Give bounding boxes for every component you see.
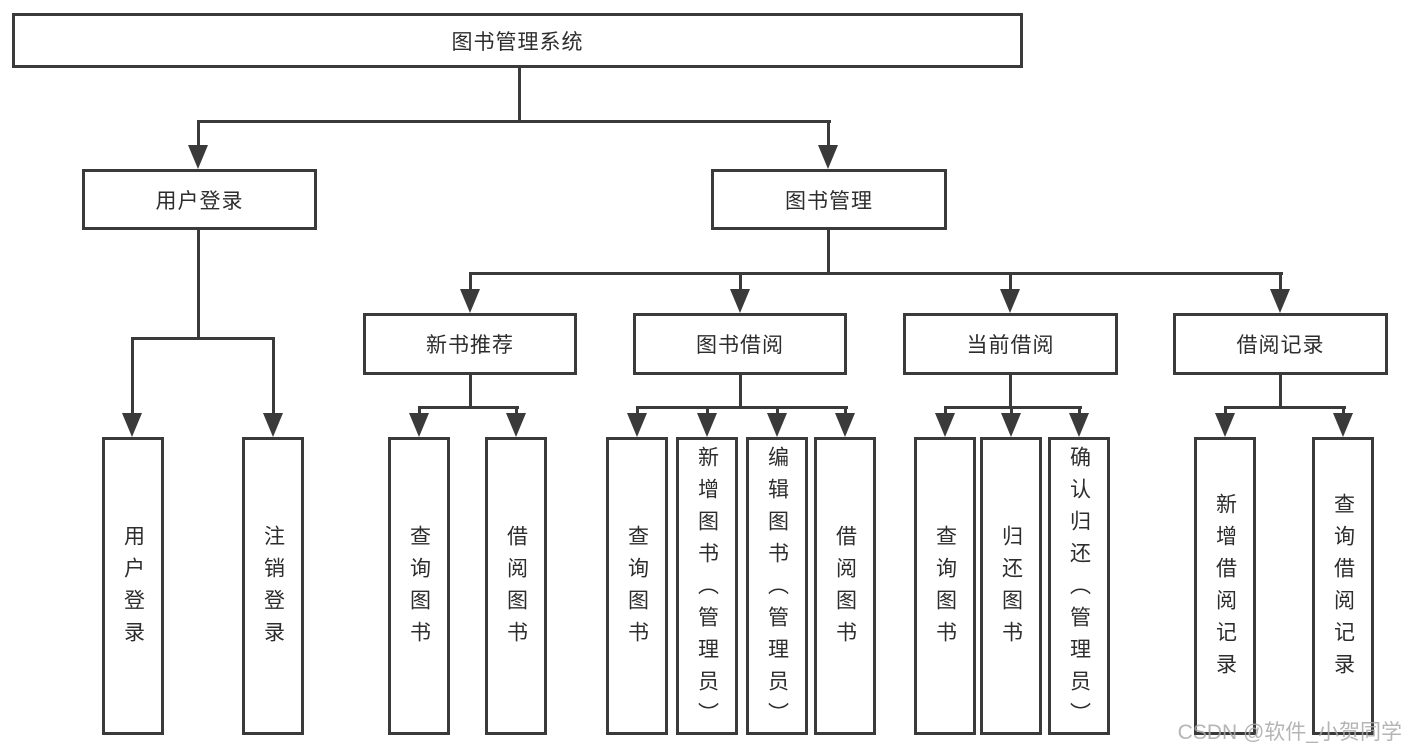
arrow-to-book-management [818, 145, 838, 169]
arrow-to-new-book [460, 289, 480, 313]
arrow-leaf-borrow1 [506, 413, 526, 437]
arrow-leaf-edit-book [767, 413, 787, 437]
node-new-book-recommend: 新书推荐 [363, 313, 577, 375]
leaf-add-books-admin: 新增图书（管理员） [676, 437, 738, 735]
arrow-to-current-borrow [1000, 289, 1020, 313]
arrow-leaf-query3 [935, 413, 955, 437]
edge-leaf-borrow2-stem [844, 406, 847, 418]
edge-leaf-user-login-stem [131, 337, 134, 417]
leaf-query-books-borrow: 查询图书 [606, 437, 668, 735]
edge-book-management-branch [469, 272, 1283, 275]
edge-leaf-query-record-stem [1342, 406, 1345, 418]
edge-root-stem [518, 68, 521, 121]
edge-book-management-stem [827, 230, 830, 275]
edge-leaf-query2-stem [636, 406, 639, 418]
edge-to-book-management-stem [827, 120, 830, 148]
edge-to-borrow-records-stem [1279, 272, 1282, 292]
edge-user-login-stem [197, 230, 200, 340]
edge-leaf-add-record-stem [1224, 406, 1227, 418]
node-book-management: 图书管理 [711, 169, 947, 230]
edge-leaf-confirm-return-stem [1078, 406, 1081, 418]
edge-borrow-records-stem [1279, 375, 1282, 409]
arrow-to-borrow-records [1270, 289, 1290, 313]
arrow-leaf-user-login [122, 413, 142, 437]
edge-new-book-stem [469, 375, 472, 409]
edge-root-branch [197, 120, 831, 123]
edge-leaf-add-book-stem [706, 406, 709, 418]
edge-book-borrow-branch [636, 406, 848, 409]
arrow-to-user-login [188, 145, 208, 169]
arrow-leaf-query1 [409, 413, 429, 437]
leaf-logout: 注销登录 [242, 437, 304, 735]
edge-leaf-return-stem [1010, 406, 1013, 418]
edge-leaf-query1-stem [418, 406, 421, 418]
arrow-leaf-confirm-return [1069, 413, 1089, 437]
leaf-borrow-books: 借阅图书 [814, 437, 876, 735]
edge-to-book-borrow-stem [739, 272, 742, 292]
leaf-query-borrow-record: 查询借阅记录 [1312, 437, 1374, 735]
node-book-borrow: 图书借阅 [633, 313, 847, 375]
edge-leaf-borrow1-stem [515, 406, 518, 418]
arrow-leaf-add-record [1215, 413, 1235, 437]
edge-to-user-login-stem [197, 120, 200, 148]
leaf-query-books-current: 查询图书 [914, 437, 976, 735]
edge-leaf-query3-stem [944, 406, 947, 418]
edge-current-borrow-branch [944, 406, 1082, 409]
edge-leaf-edit-book-stem [776, 406, 779, 418]
arrow-leaf-borrow2 [835, 413, 855, 437]
leaf-edit-books-admin: 编辑图书（管理员） [746, 437, 808, 735]
leaf-add-borrow-record: 新增借阅记录 [1194, 437, 1256, 735]
edge-book-borrow-stem [739, 375, 742, 409]
edge-user-login-branch [132, 337, 275, 340]
leaf-borrow-books-recommend: 借阅图书 [485, 437, 547, 735]
edge-to-new-book-stem [469, 272, 472, 292]
edge-new-book-branch [418, 406, 519, 409]
arrow-leaf-add-book [697, 413, 717, 437]
node-borrow-records: 借阅记录 [1173, 313, 1388, 375]
arrow-to-book-borrow [730, 289, 750, 313]
edge-to-current-borrow-stem [1009, 272, 1012, 292]
arrow-leaf-query2 [627, 413, 647, 437]
arrow-leaf-query-record [1333, 413, 1353, 437]
leaf-query-books-recommend: 查询图书 [388, 437, 450, 735]
node-root-system: 图书管理系统 [12, 13, 1023, 68]
csdn-watermark: CSDN @软件_小贺同学 [1177, 721, 1402, 744]
arrow-leaf-logout [263, 413, 283, 437]
node-current-borrow: 当前借阅 [903, 313, 1118, 375]
arrow-leaf-return [1001, 413, 1021, 437]
edge-borrow-records-branch [1224, 406, 1346, 409]
edge-current-borrow-stem [1009, 375, 1012, 409]
node-user-login: 用户登录 [82, 169, 317, 230]
leaf-user-login: 用户登录 [102, 437, 164, 735]
leaf-confirm-return-admin: 确认归还（管理员） [1048, 437, 1110, 735]
leaf-return-books: 归还图书 [980, 437, 1042, 735]
edge-leaf-logout-stem [272, 337, 275, 417]
